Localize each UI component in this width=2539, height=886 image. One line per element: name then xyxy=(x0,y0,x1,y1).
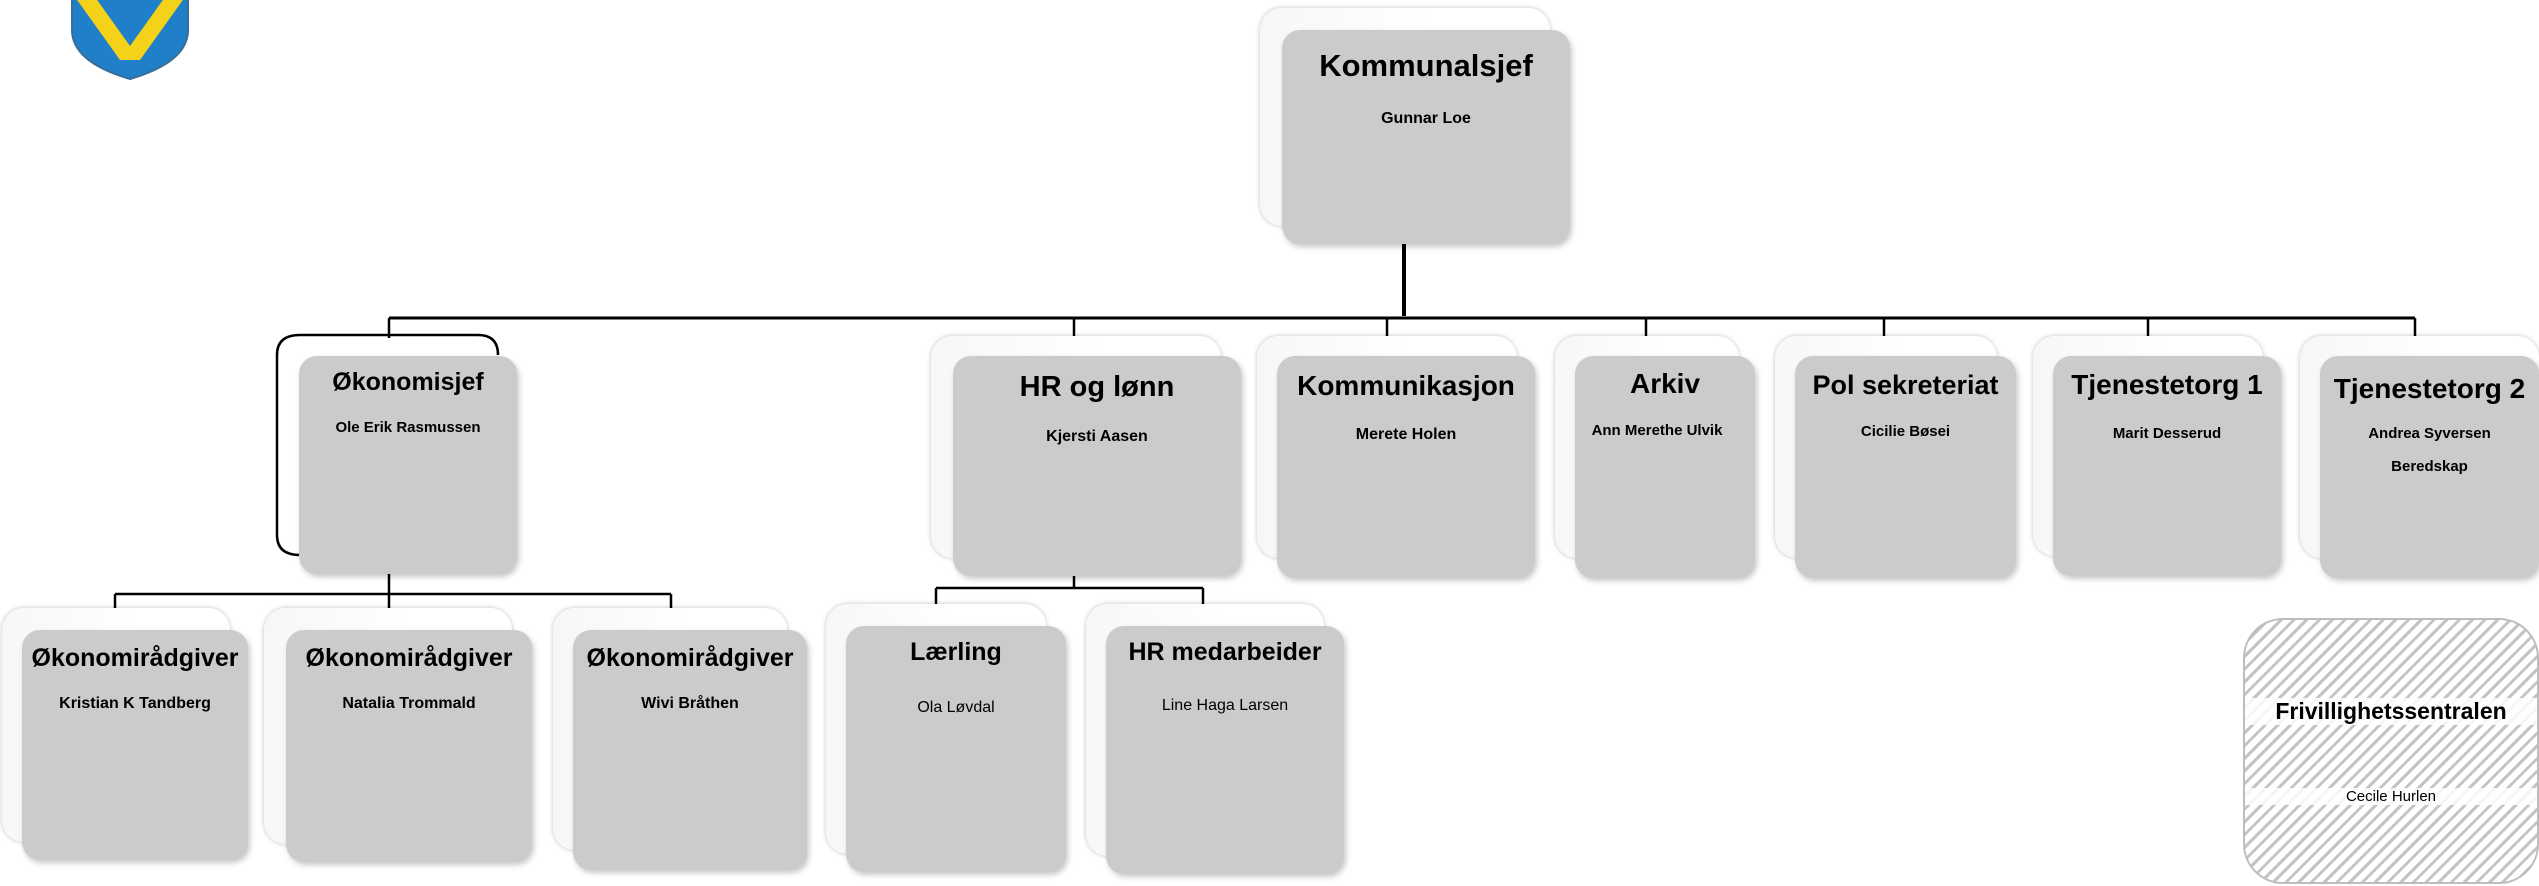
node-card: Kommunikasjon Merete Holen xyxy=(1277,356,1535,578)
node-title: Lærling xyxy=(910,638,1002,666)
node-card: Økonomirådgiver Natalia Trommald xyxy=(286,630,532,862)
node-card: Økonomirådgiver Kristian K Tandberg xyxy=(22,630,248,860)
node-card: Økonomisjef Ole Erik Rasmussen xyxy=(299,356,517,574)
node-title: HR og lønn xyxy=(1019,371,1175,403)
node-title: Kommunalsjef xyxy=(1319,48,1533,83)
node-person: Ola Løvdal xyxy=(917,699,995,716)
node-person: Ann Merethe Ulvik xyxy=(1591,422,1723,439)
node-person: Kristian K Tandberg xyxy=(59,695,211,712)
org-node-arkiv[interactable]: Arkiv Ann Merethe Ulvik xyxy=(1555,336,1755,578)
node-person: Andrea Syversen xyxy=(2368,425,2491,442)
node-card: Tjenestetorg 1 Marit Desserud xyxy=(2053,356,2281,576)
node-title: Tjenestetorg 1 xyxy=(2071,369,2263,400)
node-card: Kommunalsjef Gunnar Loe xyxy=(1282,30,1570,244)
node-person: Gunnar Loe xyxy=(1381,110,1471,127)
node-card: Lærling Ola Løvdal xyxy=(846,626,1066,872)
node-person-secondary: Beredskap xyxy=(2391,458,2468,475)
node-person: Cecile Hurlen xyxy=(2245,788,2537,805)
node-person: Wivi Bråthen xyxy=(641,695,739,712)
node-card: Tjenestetorg 2 Andrea Syversen Beredskap xyxy=(2320,356,2539,578)
node-title: Økonomirådgiver xyxy=(305,644,513,672)
org-node-tjenestetorg-1[interactable]: Tjenestetorg 1 Marit Desserud xyxy=(2033,336,2283,576)
org-node-hr-og-lonn[interactable]: HR og lønn Kjersti Aasen xyxy=(931,336,1241,576)
node-title: Arkiv xyxy=(1629,368,1701,399)
org-node-hr-medarbeider[interactable]: HR medarbeider Line Haga Larsen xyxy=(1086,604,1344,874)
node-title: Økonomirådgiver xyxy=(586,644,794,672)
node-card: Økonomirådgiver Wivi Bråthen xyxy=(573,630,807,870)
node-card: HR og lønn Kjersti Aasen xyxy=(953,356,1241,576)
org-node-okonomiradgiver-1[interactable]: Økonomirådgiver Kristian K Tandberg xyxy=(2,608,248,860)
node-title: Tjenestetorg 2 xyxy=(2333,373,2526,404)
node-person: Line Haga Larsen xyxy=(1161,697,1289,714)
node-person: Merete Holen xyxy=(1355,426,1457,443)
coat-of-arms-logo xyxy=(71,0,189,80)
node-person: Marit Desserud xyxy=(2112,425,2222,442)
node-person: Cicilie Bøsei xyxy=(1860,423,1951,440)
node-title: Økonomirådgiver xyxy=(31,644,239,672)
node-title: Pol sekreteriat xyxy=(1812,370,1999,400)
node-person: Natalia Trommald xyxy=(342,695,476,712)
node-title: Frivillighetssentralen xyxy=(2245,698,2537,725)
org-node-pol-sekreteriat[interactable]: Pol sekreteriat Cicilie Bøsei xyxy=(1775,336,2016,578)
org-node-okonomiradgiver-2[interactable]: Økonomirådgiver Natalia Trommald xyxy=(264,608,532,862)
node-title: Økonomisjef xyxy=(332,368,484,396)
node-card: Pol sekreteriat Cicilie Bøsei xyxy=(1795,356,2016,578)
node-person: Ole Erik Rasmussen xyxy=(335,419,481,436)
node-person: Kjersti Aasen xyxy=(1046,428,1148,445)
node-card: HR medarbeider Line Haga Larsen xyxy=(1106,626,1344,874)
node-title: HR medarbeider xyxy=(1128,638,1322,666)
node-card: Arkiv Ann Merethe Ulvik xyxy=(1575,356,1755,578)
org-node-kommunalsjef[interactable]: Kommunalsjef Gunnar Loe xyxy=(1260,8,1570,244)
org-node-okonomisjef[interactable]: Økonomisjef Ole Erik Rasmussen xyxy=(279,336,519,576)
org-node-kommunikasjon[interactable]: Kommunikasjon Merete Holen xyxy=(1257,336,1537,578)
node-title: Kommunikasjon xyxy=(1297,370,1515,401)
org-node-okonomiradgiver-3[interactable]: Økonomirådgiver Wivi Bråthen xyxy=(553,608,807,870)
org-node-laerling[interactable]: Lærling Ola Løvdal xyxy=(826,604,1066,872)
org-node-frivillighetssentralen[interactable]: Frivillighetssentralen Cecile Hurlen xyxy=(2243,618,2539,884)
org-node-tjenestetorg-2[interactable]: Tjenestetorg 2 Andrea Syversen Beredskap xyxy=(2300,336,2539,578)
